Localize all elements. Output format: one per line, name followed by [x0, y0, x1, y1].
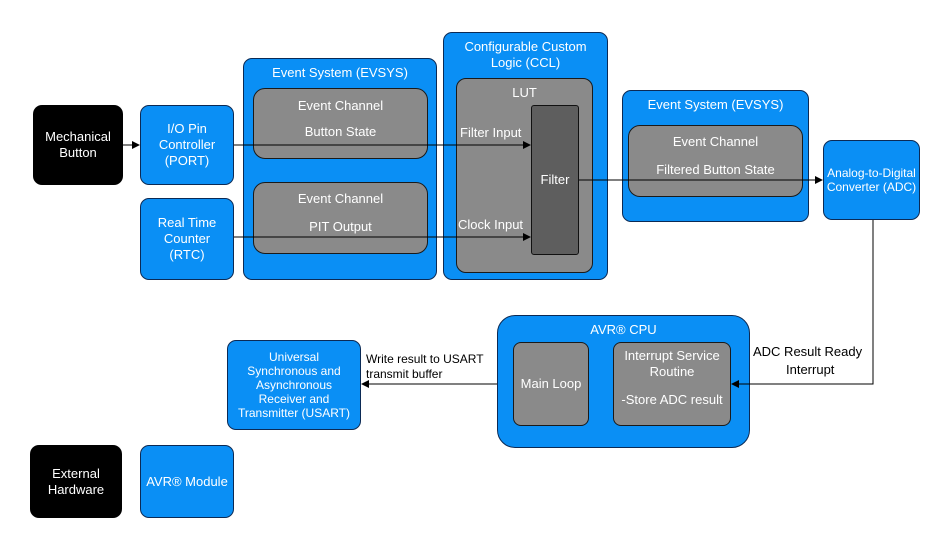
interrupt-label: Interrupt: [786, 362, 835, 377]
legend-external-hardware: External Hardware: [30, 445, 122, 518]
real-time-counter-block: Real Time Counter (RTC): [140, 198, 234, 280]
usart-label: Universal Synchronous and Asynchronous R…: [237, 350, 350, 420]
adc-label: Analog-to-Digital Converter (ADC): [826, 166, 917, 194]
event-channel-filtered-button-state: Event Channel Filtered Button State: [628, 125, 803, 197]
filter-block: Filter: [531, 105, 579, 255]
main-loop-label: Main Loop: [520, 376, 582, 391]
event-channel-1-title: Event Channel: [297, 98, 384, 113]
legend-avr-module-label: AVR® Module: [146, 473, 228, 489]
event-channel-pit-output: Event Channel PIT Output: [253, 182, 428, 254]
legend-external-hardware-label: External Hardware: [47, 465, 105, 497]
filter-label: Filter: [540, 172, 570, 187]
mechanical-button-block: Mechanical Button: [33, 105, 123, 185]
avr-cpu-title: AVR® CPU: [590, 322, 657, 337]
transmit-buffer-label: transmit buffer: [366, 367, 443, 381]
isr-title: Interrupt Service Routine: [624, 348, 720, 379]
event-channel-1-signal: Button State: [304, 124, 377, 139]
isr-block: Interrupt Service Routine -Store ADC res…: [613, 342, 731, 426]
event-channel-2-signal: PIT Output: [309, 219, 372, 234]
lut-title: LUT: [512, 85, 537, 100]
main-loop-block: Main Loop: [513, 342, 589, 426]
event-channel-3-title: Event Channel: [672, 134, 759, 149]
event-system-left-title: Event System (EVSYS): [272, 65, 408, 80]
usart-block: Universal Synchronous and Asynchronous R…: [227, 340, 361, 430]
real-time-counter-label: Real Time Counter (RTC): [157, 215, 217, 262]
isr-action: -Store ADC result: [621, 392, 723, 407]
io-pin-controller-label: I/O Pin Controller (PORT): [158, 121, 216, 168]
filter-input-label: Filter Input: [460, 125, 522, 140]
clock-input-label: Clock Input: [458, 217, 524, 232]
adc-result-ready-label: ADC Result Ready: [753, 344, 863, 359]
legend-avr-module: AVR® Module: [140, 445, 234, 518]
event-system-right-title: Event System (EVSYS): [647, 97, 784, 112]
write-result-label: Write result to USART: [366, 352, 484, 366]
event-channel-button-state: Event Channel Button State: [253, 88, 428, 159]
ccl-title: Configurable Custom Logic (CCL): [464, 39, 587, 70]
event-channel-2-title: Event Channel: [297, 191, 384, 206]
adc-block: Analog-to-Digital Converter (ADC): [823, 140, 920, 220]
mechanical-button-label: Mechanical Button: [45, 129, 111, 160]
event-channel-3-signal: Filtered Button State: [656, 162, 775, 177]
io-pin-controller-block: I/O Pin Controller (PORT): [140, 105, 234, 185]
